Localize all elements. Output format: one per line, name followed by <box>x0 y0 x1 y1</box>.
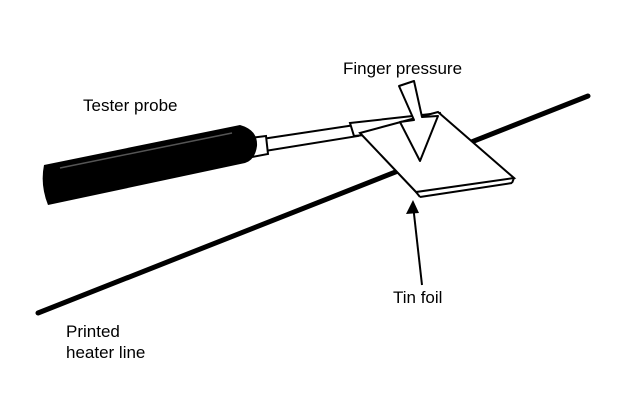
probe-handle <box>42 125 258 205</box>
finger-pressure-label: Finger pressure <box>343 59 463 78</box>
printed-heater-line-label-line1: Printed <box>66 322 120 341</box>
tin-foil-pointer-arrow <box>406 200 423 286</box>
finger-pressure-arrow <box>398 80 439 162</box>
tin-foil <box>358 110 517 198</box>
tester-probe-label: Tester probe <box>83 96 178 115</box>
printed-heater-line-label: Printed heater line <box>66 321 145 363</box>
printed-heater-line-label-line2: heater line <box>66 343 146 362</box>
tin-foil-label: Tin foil <box>393 288 443 307</box>
printed-heater-line <box>35 93 591 316</box>
